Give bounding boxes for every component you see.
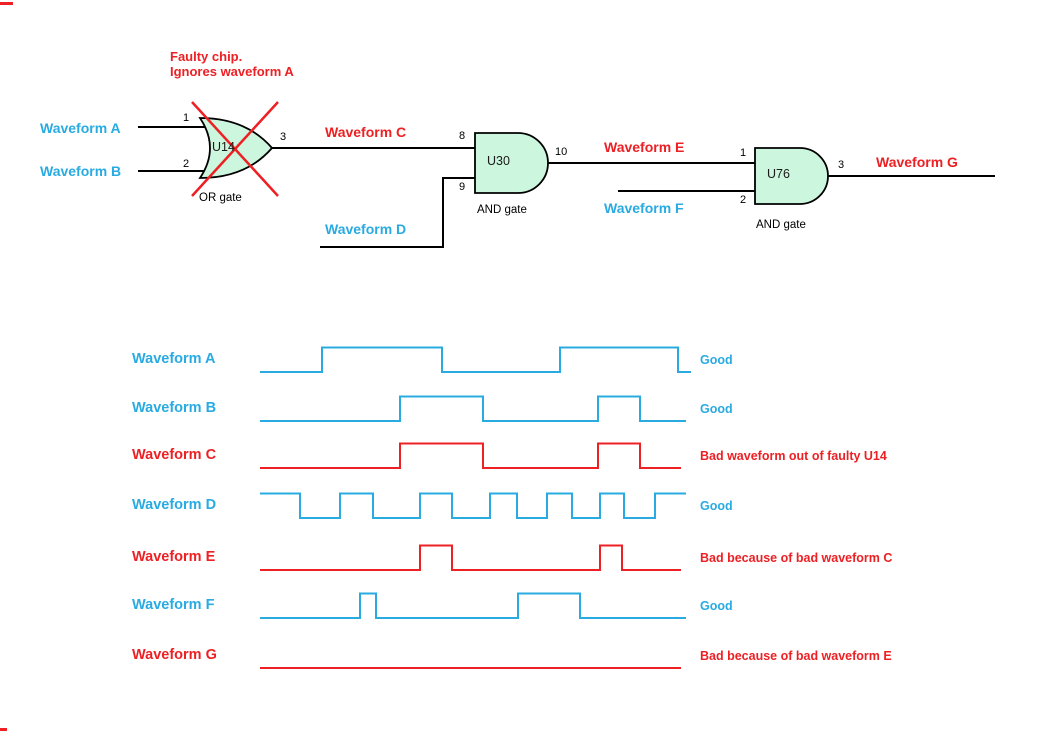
waveform-trace-e bbox=[260, 544, 681, 571]
u30-pin-9-label: 9 bbox=[459, 181, 466, 193]
net-label-waveform-a: Waveform A bbox=[40, 120, 121, 136]
u14-pin-3-label: 3 bbox=[280, 131, 287, 143]
waveform-row-label-d: Waveform D bbox=[132, 497, 217, 513]
waveform-row-label-e: Waveform E bbox=[132, 549, 216, 565]
waveform-row-label-f: Waveform F bbox=[132, 597, 215, 613]
net-label-waveform-c: Waveform C bbox=[325, 124, 407, 140]
waveform-trace-b bbox=[260, 395, 686, 422]
and-gate-u30-body bbox=[474, 132, 549, 194]
waveform-row-note-c: Bad waveform out of faulty U14 bbox=[700, 449, 887, 463]
u30-type-caption: AND gate bbox=[477, 204, 527, 216]
edge-mark-top-left bbox=[0, 2, 13, 5]
waveform-row-label-a: Waveform A bbox=[132, 351, 216, 367]
waveform-row-label-b: Waveform B bbox=[132, 400, 217, 416]
net-label-waveform-f: Waveform F bbox=[604, 200, 684, 216]
waveform-trace-f bbox=[260, 592, 686, 619]
fault-note-line-2: Ignores waveform A bbox=[170, 64, 294, 79]
waveform-trace-c bbox=[260, 442, 681, 469]
net-label-waveform-e: Waveform E bbox=[604, 139, 685, 155]
waveform-row-note-e: Bad because of bad waveform C bbox=[700, 551, 893, 565]
u14-ref-label: U14 bbox=[212, 140, 235, 154]
u76-type-caption: AND gate bbox=[756, 219, 806, 231]
u14-type-caption: OR gate bbox=[199, 192, 242, 204]
u14-pin-1-label: 1 bbox=[183, 112, 190, 124]
net-label-waveform-g: Waveform G bbox=[876, 154, 958, 170]
net-label-waveform-b: Waveform B bbox=[40, 163, 122, 179]
u76-ref-label: U76 bbox=[767, 167, 790, 181]
waveform-row-label-c: Waveform C bbox=[132, 447, 217, 463]
u30-pin-10-label: 10 bbox=[555, 146, 568, 158]
waveform-row-note-g: Bad because of bad waveform E bbox=[700, 649, 892, 663]
waveform-trace-a bbox=[260, 346, 691, 373]
and-gate-u76-body bbox=[754, 147, 829, 205]
wire-waveform-d bbox=[320, 177, 478, 248]
u76-pin-2-label: 2 bbox=[740, 194, 747, 206]
waveform-row-note-b: Good bbox=[700, 402, 733, 416]
edge-mark-bottom-left bbox=[0, 728, 7, 731]
waveform-trace-d bbox=[260, 492, 686, 519]
u30-pin-8-label: 8 bbox=[459, 130, 466, 142]
waveform-row-note-f: Good bbox=[700, 599, 733, 613]
fault-note-line-1: Faulty chip. bbox=[170, 49, 243, 64]
u30-ref-label: U30 bbox=[487, 154, 510, 168]
net-label-waveform-d: Waveform D bbox=[325, 221, 407, 237]
u14-pin-2-label: 2 bbox=[183, 158, 190, 170]
u76-pin-1-label: 1 bbox=[740, 147, 747, 159]
waveform-row-label-g: Waveform G bbox=[132, 647, 217, 663]
fault-cross-line-2 bbox=[191, 101, 279, 197]
waveform-row-note-a: Good bbox=[700, 353, 733, 367]
u76-pin-3-label: 3 bbox=[838, 159, 845, 171]
waveform-row-note-d: Good bbox=[700, 499, 733, 513]
